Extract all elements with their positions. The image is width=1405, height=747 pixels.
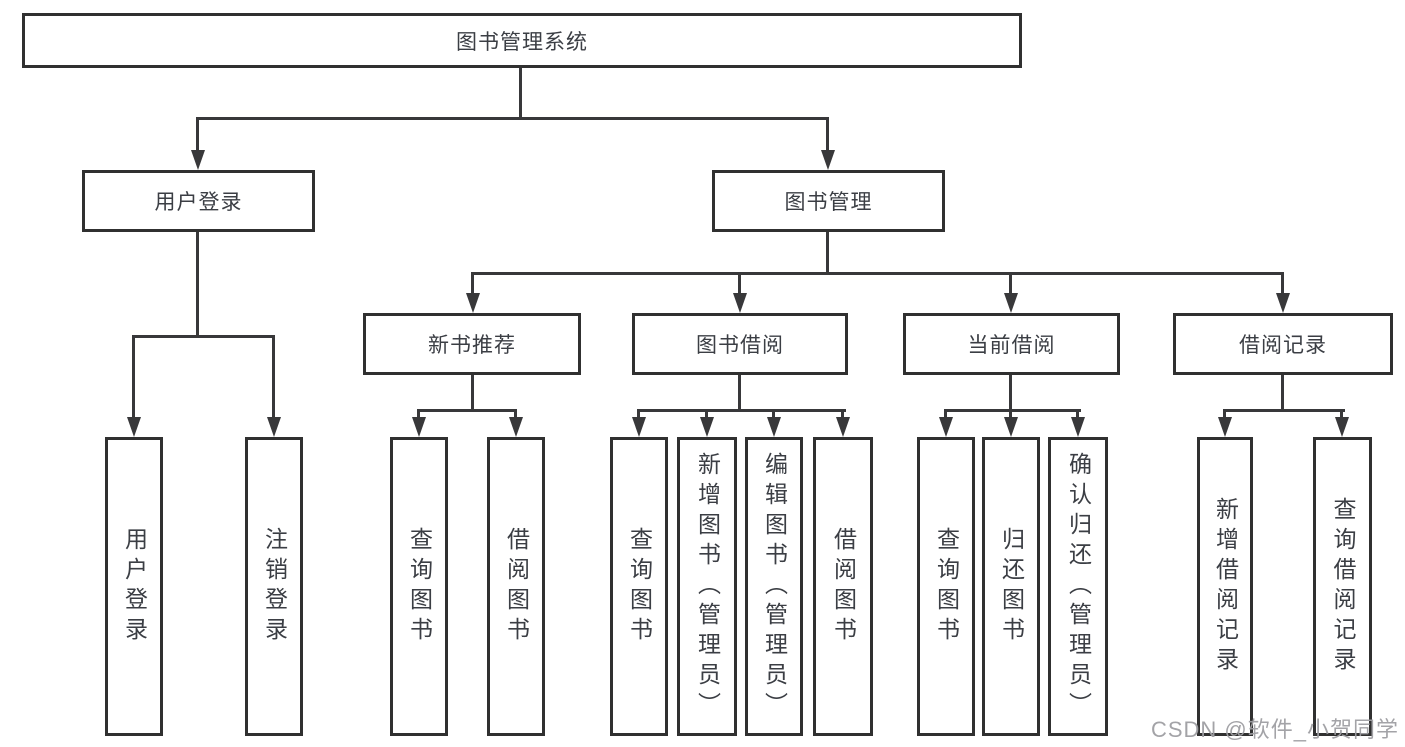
- leaf-label: 归还图书: [998, 526, 1025, 647]
- node-label: 用户登录: [154, 191, 243, 214]
- node-book-borrowing: 图书借阅: [632, 313, 848, 375]
- leaf-query-books-current: 查询图书: [917, 437, 975, 736]
- connector-to-logout-leaf: [272, 335, 275, 423]
- leaf-query-borrow-record: 查询借阅记录: [1313, 437, 1372, 736]
- leaf-label: 新增图书（管理员）: [694, 451, 721, 722]
- connector-newrec-rail: [417, 409, 517, 412]
- leaf-edit-books-admin: 编辑图书（管理员）: [745, 437, 803, 736]
- node-label: 图书管理系统: [456, 30, 588, 54]
- arrow-head: [267, 417, 281, 437]
- connector-leaf: [637, 409, 640, 423]
- connector-records-rail: [1223, 409, 1345, 412]
- connector-level3-rail: [471, 272, 1284, 275]
- connector-leaf: [705, 409, 708, 423]
- arrow-head: [412, 417, 426, 437]
- connector-user-stem: [196, 232, 199, 338]
- leaf-query-books-borrow: 查询图书: [610, 437, 668, 736]
- leaf-label: 确认归还（管理员）: [1065, 451, 1092, 722]
- leaf-query-books-newrec: 查询图书: [390, 437, 448, 736]
- connector-records-stem: [1281, 375, 1284, 412]
- node-book-management-branch: 图书管理: [712, 170, 945, 232]
- connector-to-current-borrow: [1009, 272, 1012, 297]
- leaf-label: 编辑图书（管理员）: [761, 451, 788, 722]
- connector-to-book-borrow: [738, 272, 741, 297]
- arrow-head: [1218, 417, 1232, 437]
- arrow-head: [1004, 293, 1018, 313]
- arrow-head: [1335, 417, 1349, 437]
- connector-book-stem: [826, 232, 829, 275]
- connector-leaf: [944, 409, 947, 423]
- leaf-label: 查询借阅记录: [1330, 496, 1356, 677]
- connector-borrow-rail: [637, 409, 846, 412]
- arrow-head: [191, 150, 205, 170]
- connector-to-user-login: [196, 117, 199, 153]
- node-library-management-system: 图书管理系统: [22, 13, 1022, 68]
- connector-to-new-books: [471, 272, 474, 297]
- connector-to-book-management: [826, 117, 829, 153]
- arrow-head: [1276, 293, 1290, 313]
- leaf-confirm-return-admin: 确认归还（管理员）: [1048, 437, 1108, 736]
- arrow-head: [836, 417, 850, 437]
- arrow-head: [939, 417, 953, 437]
- connector-level1-rail: [196, 117, 829, 120]
- arrow-head: [466, 293, 480, 313]
- leaf-add-books-admin: 新增图书（管理员）: [677, 437, 737, 736]
- connector-leaf: [1223, 409, 1226, 423]
- arrow-head: [127, 417, 141, 437]
- leaf-add-borrow-record: 新增借阅记录: [1197, 437, 1253, 736]
- leaf-label: 查询图书: [406, 526, 433, 647]
- arrow-head: [767, 417, 781, 437]
- node-label: 借阅记录: [1239, 334, 1327, 357]
- leaf-label: 查询图书: [626, 526, 653, 647]
- connector-leaf: [1076, 409, 1079, 423]
- arrow-head: [632, 417, 646, 437]
- node-label: 当前借阅: [967, 334, 1056, 357]
- node-new-book-recommend: 新书推荐: [363, 313, 581, 375]
- leaf-label: 借阅图书: [503, 526, 530, 647]
- arrow-head: [700, 417, 714, 437]
- connector-leaf: [514, 409, 517, 423]
- node-borrowing-records: 借阅记录: [1173, 313, 1393, 375]
- arrow-head: [1071, 417, 1085, 437]
- connector-to-login-leaf: [132, 335, 135, 423]
- leaf-label: 查询图书: [933, 526, 960, 647]
- csdn-watermark: CSDN @软件_小贺同学: [1150, 717, 1399, 742]
- leaf-label: 用户登录: [121, 526, 148, 647]
- connector-to-borrow-records: [1281, 272, 1284, 297]
- arrow-head: [1004, 417, 1018, 437]
- connector-leaf: [841, 409, 844, 423]
- leaf-user-login: 用户登录: [105, 437, 163, 736]
- connector-newrec-stem: [471, 375, 474, 412]
- connector-leaf: [417, 409, 420, 423]
- leaf-borrow-books-newrec: 借阅图书: [487, 437, 545, 736]
- connector-leaf: [1340, 409, 1343, 423]
- node-label: 新书推荐: [428, 334, 516, 357]
- arrow-head: [509, 417, 523, 437]
- connector-current-rail: [944, 409, 1081, 412]
- leaf-logout: 注销登录: [245, 437, 303, 736]
- leaf-return-books: 归还图书: [982, 437, 1040, 736]
- leaf-label: 新增借阅记录: [1212, 496, 1239, 677]
- node-user-login-branch: 用户登录: [82, 170, 315, 232]
- arrow-head: [821, 150, 835, 170]
- connector-user-rail: [132, 335, 275, 338]
- connector-borrow-stem: [738, 375, 741, 412]
- connector-root-stem: [519, 68, 522, 118]
- connector-current-stem: [1009, 375, 1012, 412]
- node-label: 图书管理: [784, 191, 873, 214]
- node-label: 图书借阅: [696, 334, 784, 357]
- arrow-head: [733, 293, 747, 313]
- node-current-borrowing: 当前借阅: [903, 313, 1120, 375]
- leaf-borrow-books: 借阅图书: [813, 437, 873, 736]
- leaf-label: 注销登录: [261, 526, 288, 647]
- leaf-label: 借阅图书: [830, 526, 857, 647]
- connector-leaf: [1009, 409, 1012, 423]
- connector-leaf: [772, 409, 775, 423]
